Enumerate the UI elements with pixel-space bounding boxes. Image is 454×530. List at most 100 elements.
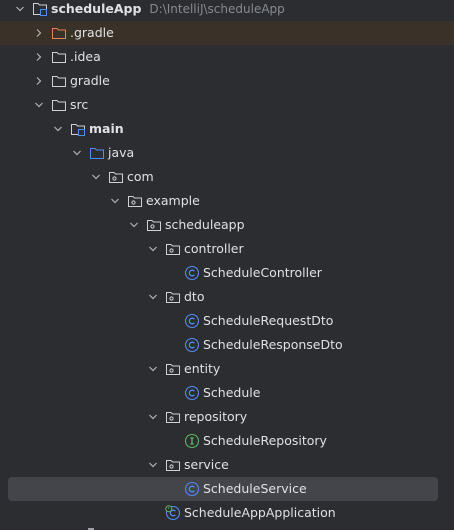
chevron-down-icon[interactable] <box>145 289 161 305</box>
package-icon <box>127 193 143 209</box>
package-icon <box>165 457 181 473</box>
tree-row-scheduleapp[interactable]: scheduleApp D:\IntelliJ\scheduleApp <box>0 0 454 21</box>
tree-row-scheduleapp[interactable]: scheduleapp <box>0 213 454 237</box>
tree-item-label: ScheduleAppApplication <box>184 505 336 520</box>
tree-item-label: src <box>70 97 89 112</box>
tree-row-main[interactable]: main <box>0 117 454 141</box>
tree-row-service[interactable]: service <box>0 453 454 477</box>
tree-item-label: com <box>127 169 154 184</box>
tree-item-label: ScheduleRequestDto <box>203 313 334 328</box>
interface-icon <box>184 433 200 449</box>
class-icon <box>184 337 200 353</box>
tree-row-content: scheduleapp <box>126 213 245 237</box>
tree-row-content: dto <box>145 285 204 309</box>
tree-row-scheduleservice[interactable]: ScheduleService <box>8 477 438 501</box>
tree-row-schedule[interactable]: Schedule <box>0 381 454 405</box>
tree-item-label: scheduleApp <box>51 1 142 16</box>
tree-row-scheduleappapplication[interactable]: ScheduleAppApplication <box>0 501 454 525</box>
tree-item-label: .gradle <box>70 25 114 40</box>
tree-row-content: controller <box>145 237 244 261</box>
tree-row-content: ScheduleRequestDto <box>164 309 333 333</box>
chevron-right-icon[interactable] <box>31 25 47 41</box>
row-fragment <box>88 528 94 530</box>
chevron-down-icon[interactable] <box>12 1 28 17</box>
chevron-down-icon[interactable] <box>50 121 66 137</box>
tree-row-scheduleresponsedto[interactable]: ScheduleResponseDto <box>0 333 454 357</box>
tree-row-example[interactable]: example <box>0 189 454 213</box>
source-root-folder-icon <box>89 145 105 161</box>
tree-row-gradle[interactable]: gradle <box>0 69 454 93</box>
chevron-right-icon[interactable] <box>31 49 47 65</box>
tree-row-schedulerepository[interactable]: ScheduleRepository <box>0 429 454 453</box>
chevron-down-icon[interactable] <box>107 193 123 209</box>
tree-row-content: ScheduleService <box>164 477 307 501</box>
project-path-hint: D:\IntelliJ\scheduleApp <box>149 2 285 16</box>
tree-row-entity[interactable]: entity <box>0 357 454 381</box>
tree-item-label: dto <box>184 289 205 304</box>
tree-item-label: example <box>146 193 200 208</box>
tree-row-content: gradle <box>31 69 110 93</box>
tree-row-com[interactable]: com <box>0 165 454 189</box>
tree-row-dot-idea[interactable]: .idea <box>0 45 454 69</box>
excluded-folder-icon <box>51 25 67 41</box>
chevron-down-icon[interactable] <box>145 241 161 257</box>
chevron-down-icon[interactable] <box>88 169 104 185</box>
class-icon <box>184 385 200 401</box>
tree-row-content: repository <box>145 405 247 429</box>
chevron-down-icon[interactable] <box>145 457 161 473</box>
partially-visible-row <box>0 528 454 530</box>
tree-row-content: main <box>50 117 124 141</box>
tree-item-label: scheduleapp <box>165 217 245 232</box>
tree-row-content: ScheduleAppApplication <box>145 501 336 525</box>
tree-item-label: .idea <box>70 49 101 64</box>
package-icon <box>108 169 124 185</box>
chevron-down-icon[interactable] <box>145 361 161 377</box>
tree-row-content: java <box>69 141 134 165</box>
tree-row-content: .gradle <box>31 21 114 45</box>
package-icon <box>165 241 181 257</box>
chevron-right-icon[interactable] <box>31 73 47 89</box>
tree-row-content: scheduleApp D:\IntelliJ\scheduleApp <box>12 0 285 21</box>
chevron-down-icon[interactable] <box>126 217 142 233</box>
tree-item-label: main <box>89 121 124 136</box>
tree-item-label: service <box>184 457 229 472</box>
tree-row-java[interactable]: java <box>0 141 454 165</box>
tree-row-schedulerequestdto[interactable]: ScheduleRequestDto <box>0 309 454 333</box>
class-icon <box>184 313 200 329</box>
tree-item-label: ScheduleResponseDto <box>203 337 343 352</box>
tree-row-content: src <box>31 93 88 117</box>
package-icon <box>165 289 181 305</box>
folder-icon <box>51 97 67 113</box>
module-folder-icon <box>32 1 48 17</box>
folder-icon <box>51 73 67 89</box>
tree-row-dto[interactable]: dto <box>0 285 454 309</box>
package-icon <box>146 217 162 233</box>
tree-item-label: entity <box>184 361 221 376</box>
tree-item-label: Schedule <box>203 385 261 400</box>
tree-row-src[interactable]: src <box>0 93 454 117</box>
tree-row-content: com <box>88 165 154 189</box>
tree-row-content: Schedule <box>164 381 260 405</box>
package-icon <box>165 361 181 377</box>
tree-row-content: service <box>145 453 229 477</box>
tree-item-label: gradle <box>70 73 110 88</box>
chevron-down-icon[interactable] <box>69 145 85 161</box>
tree-item-label: controller <box>184 241 244 256</box>
class-icon <box>184 481 200 497</box>
tree-row-dot-gradle[interactable]: .gradle <box>0 21 454 45</box>
tree-row-schedulecontroller[interactable]: ScheduleController <box>0 261 454 285</box>
source-set-folder-icon <box>70 121 86 137</box>
spring-boot-class-icon <box>165 505 181 521</box>
tree-item-label: java <box>108 145 135 160</box>
tree-row-content: ScheduleRepository <box>164 429 327 453</box>
tree-row-content: example <box>107 189 200 213</box>
tree-row-controller[interactable]: controller <box>0 237 454 261</box>
chevron-down-icon[interactable] <box>31 97 47 113</box>
tree-row-repository[interactable]: repository <box>0 405 454 429</box>
tree-row-content: entity <box>145 357 220 381</box>
tree-item-label: ScheduleController <box>203 265 322 280</box>
chevron-down-icon[interactable] <box>145 409 161 425</box>
package-icon <box>165 409 181 425</box>
tree-row-content: ScheduleResponseDto <box>164 333 343 357</box>
